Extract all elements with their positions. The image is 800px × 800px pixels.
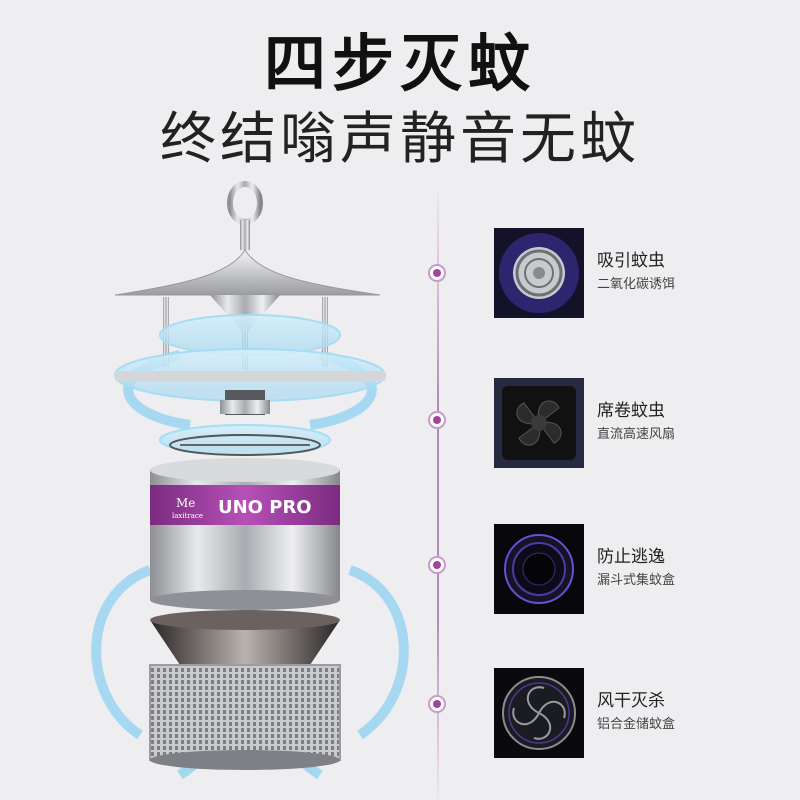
brand-mark: Me — [176, 496, 195, 510]
brand-band — [150, 485, 340, 525]
headline: 四步灭蚊 — [263, 27, 536, 100]
step-desc-4: 铝合金储蚊盒 — [597, 717, 676, 732]
fan-icon — [494, 378, 584, 468]
step-marker-3 — [428, 556, 446, 574]
step-image-3 — [494, 524, 584, 614]
step-marker-2 — [428, 411, 446, 429]
mosquito-trap-exploded-view: Me laxitrace UNO PRO — [91, 181, 409, 780]
step-marker-1 — [428, 264, 446, 282]
step-title-2: 席卷蚊虫 — [597, 401, 665, 421]
step-desc-2: 直流高速风扇 — [597, 427, 676, 442]
step-marker-4 — [428, 695, 446, 713]
step-title-3: 防止逃逸 — [597, 547, 665, 567]
brand-name: laxitrace — [172, 512, 203, 520]
step-timeline — [437, 190, 439, 800]
lure-grille-icon — [494, 228, 584, 318]
step-image-2 — [494, 378, 584, 468]
step-desc-3: 漏斗式集蚊盒 — [597, 573, 676, 588]
vortex-icon — [494, 668, 584, 758]
step-image-4 — [494, 668, 584, 758]
step-title-1: 吸引蚊虫 — [597, 251, 665, 271]
step-title-4: 风干灭杀 — [597, 691, 665, 711]
step-desc-1: 二氧化碳诱饵 — [597, 277, 676, 292]
subheadline: 终结嗡声静音无蚊 — [160, 107, 640, 172]
step-image-1 — [494, 228, 584, 318]
funnel-icon — [494, 524, 584, 614]
model-name: UNO PRO — [218, 497, 312, 518]
